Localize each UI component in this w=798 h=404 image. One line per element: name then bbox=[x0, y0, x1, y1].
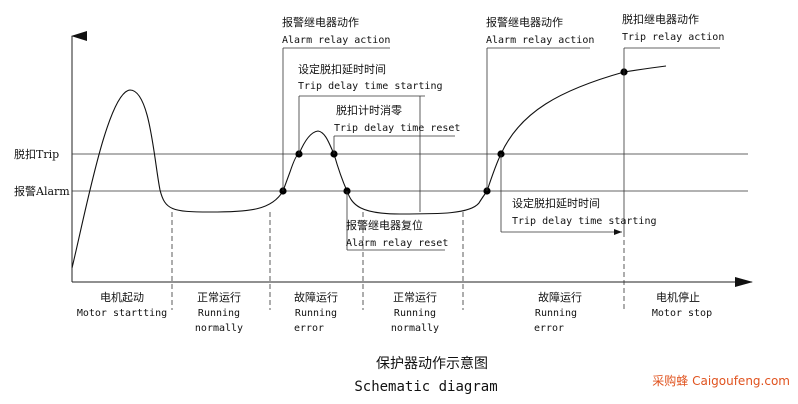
phase-6-cn: 电机停止 bbox=[656, 290, 700, 304]
alarm-reset-en: Alarm relay reset bbox=[346, 238, 448, 249]
phase-2-en2: normally bbox=[195, 323, 243, 334]
phase-2-cn: 正常运行 bbox=[197, 291, 241, 304]
trip-delay-start-1-cn: 设定脱扣延时时间 bbox=[298, 62, 386, 76]
trip-action-en: Trip relay action bbox=[622, 32, 724, 43]
phase-1-cn: 电机起动 bbox=[100, 290, 144, 304]
watermark-text: 采购蜂 Caigoufeng.com bbox=[652, 373, 790, 388]
alarm-action-2-cn: 报警继电器动作 bbox=[486, 15, 563, 29]
trip-delay-start-1-en: Trip delay time starting bbox=[298, 81, 443, 92]
trip-delay-reset-cn: 脱扣计时消零 bbox=[336, 103, 402, 117]
caption-cn: 保护器动作示意图 bbox=[376, 355, 488, 372]
phase-6-en: Motor stop bbox=[652, 308, 712, 319]
trip-delay-start-2-en: Trip delay time starting bbox=[512, 216, 657, 227]
current-curve bbox=[71, 65, 667, 269]
phase-2-en1: Running bbox=[198, 308, 240, 319]
phase-3-cn: 故障运行 bbox=[294, 290, 338, 304]
phase-4-en1: Running bbox=[394, 308, 436, 319]
trip-level-label: 脱扣Trip bbox=[14, 147, 59, 161]
alarm-reset-cn: 报警继电器复位 bbox=[346, 218, 423, 232]
phase-4-cn: 正常运行 bbox=[393, 291, 437, 304]
alarm-action-1-en: Alarm relay action bbox=[282, 35, 390, 46]
alarm-level-label: 报警Alarm bbox=[14, 184, 70, 198]
alarm-action-1-cn: 报警继电器动作 bbox=[282, 15, 359, 29]
phase-5-en2: error bbox=[534, 323, 564, 334]
phase-1-en: Motor startting bbox=[77, 308, 167, 319]
phase-3-en1: Running bbox=[295, 308, 337, 319]
trip-delay-reset-en: Trip delay time reset bbox=[334, 123, 460, 134]
trip-delay-start-2-cn: 设定脱扣延时时间 bbox=[512, 196, 600, 210]
phase-labels: 电机起动 Motor startting 正常运行 Running normal… bbox=[77, 290, 712, 334]
phase-3-en2: error bbox=[294, 323, 324, 334]
phase-4-en2: normally bbox=[391, 323, 439, 334]
trip-action-cn: 脱扣继电器动作 bbox=[622, 12, 699, 26]
phase-5-cn: 故障运行 bbox=[538, 290, 582, 304]
caption-en: Schematic diagram bbox=[354, 379, 497, 395]
alarm-action-2-en: Alarm relay action bbox=[486, 35, 594, 46]
phase-5-en1: Running bbox=[535, 308, 577, 319]
